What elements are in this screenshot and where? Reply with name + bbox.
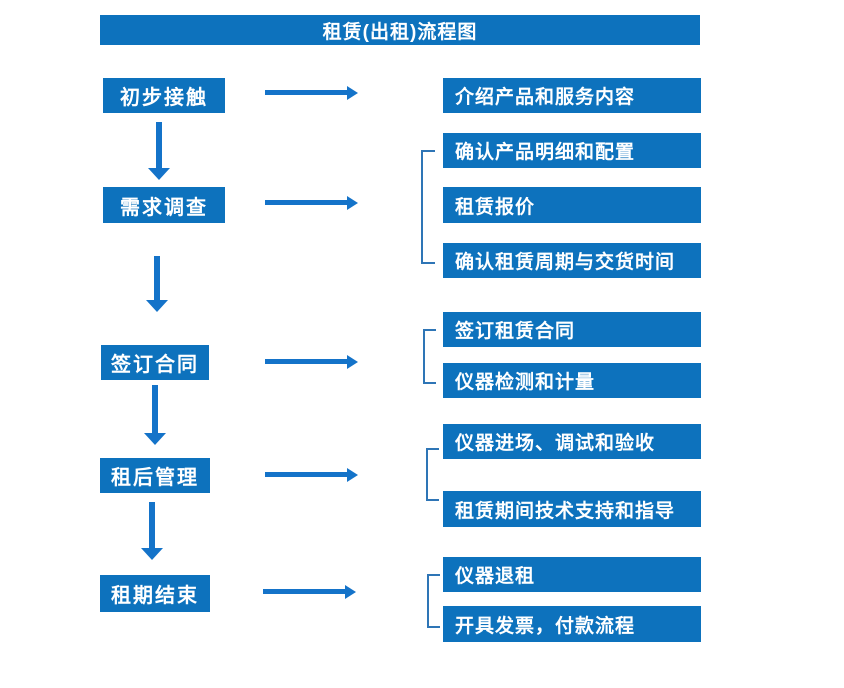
right-arrow-stem-2 [265,200,347,205]
output-box-instrument-setup: 仪器进场、调试和验收 [443,424,701,459]
output-box-invoice-payment: 开具发票，付款流程 [443,606,701,642]
right-arrow-head-1 [347,86,358,100]
output-box-confirm-details: 确认产品明细和配置 [443,133,701,168]
down-arrow-head-1 [148,168,170,180]
output-box-instrument-testing: 仪器检测和计量 [443,363,701,398]
output-box-rental-quote: 租赁报价 [443,187,701,223]
down-arrow-stem-2 [154,256,160,300]
right-arrow-head-5 [345,585,356,599]
output-box-tech-support: 租赁期间技术支持和指导 [443,491,701,527]
flowchart-title: 租赁(出租)流程图 [100,15,700,45]
output-box-introduce-products: 介绍产品和服务内容 [443,78,701,113]
stage-box-initial-contact: 初步接触 [103,78,225,113]
right-arrow-stem-1 [265,90,347,95]
right-arrow-head-2 [347,196,358,210]
down-arrow-head-2 [146,300,168,312]
down-arrow-stem-1 [156,122,162,168]
down-arrow-stem-4 [149,502,155,548]
group-bracket-post-rental [426,448,439,501]
right-arrow-stem-4 [265,472,347,477]
group-bracket-lease-end [427,574,440,628]
right-arrow-head-3 [347,355,358,369]
down-arrow-stem-3 [152,385,158,433]
output-box-instrument-return: 仪器退租 [443,557,701,592]
stage-box-lease-end: 租期结束 [100,575,210,612]
group-bracket-sign-contract [423,329,436,384]
down-arrow-head-3 [144,433,166,445]
stage-box-post-rental-management: 租后管理 [100,458,210,493]
right-arrow-head-4 [347,468,358,482]
right-arrow-stem-5 [263,589,345,594]
stage-box-demand-survey: 需求调查 [103,187,225,223]
group-bracket-demand-survey [421,150,435,264]
stage-box-sign-contract: 签订合同 [101,345,209,380]
down-arrow-head-4 [141,548,163,560]
output-box-confirm-period: 确认租赁周期与交货时间 [443,243,701,278]
right-arrow-stem-3 [265,359,347,364]
output-box-sign-rental-contract: 签订租赁合同 [443,312,701,347]
